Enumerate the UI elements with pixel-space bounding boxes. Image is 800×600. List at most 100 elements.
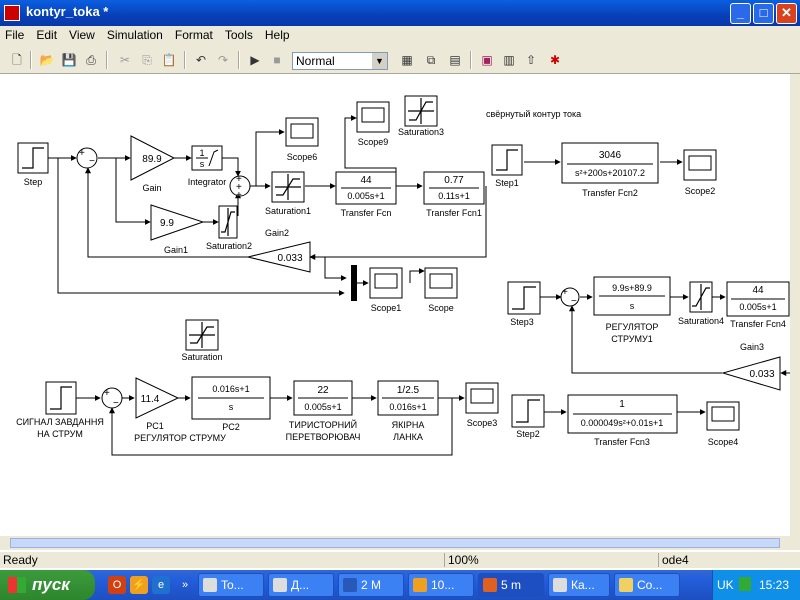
svg-text:+: +	[236, 174, 242, 185]
folder-icon	[203, 578, 217, 592]
armature-denominator: 0.016s+1	[389, 402, 426, 412]
simulation-mode-select[interactable]: Normal ▼	[292, 52, 388, 70]
signal-label-line2: НА СТРУМ	[37, 429, 83, 439]
stop-simulation-icon[interactable]: ■	[273, 53, 281, 67]
gain2-label: Gain2	[265, 228, 289, 238]
copy-icon[interactable]: ⎘	[142, 53, 152, 67]
print-icon[interactable]: ⎙	[86, 53, 96, 67]
model-explorer-icon[interactable]: ▥	[503, 53, 515, 67]
calculator-icon	[553, 578, 567, 592]
build-icon[interactable]: ▦	[401, 53, 413, 67]
sum3-block	[560, 287, 580, 307]
saturation1-label: Saturation1	[265, 206, 311, 216]
signal-label-line1: СИГНАЛ ЗАВДАННЯ	[16, 417, 104, 427]
menu-format[interactable]: Format	[174, 28, 213, 42]
taskbar-task-label: 10...	[431, 578, 455, 592]
thyristor-label-line1: ТИРИСТОРНИЙ	[289, 419, 357, 430]
build-subsystem-icon[interactable]: ▤	[449, 53, 461, 67]
chevron-down-icon[interactable]: ▼	[372, 53, 387, 69]
taskbar-task-7[interactable]: Co...	[614, 573, 680, 597]
sum2-block	[229, 175, 251, 197]
scope2-label: Scope2	[685, 186, 716, 196]
block-diagram: + − + + + + − + − Step 89.9 Gain 1 s Int…	[16, 95, 790, 456]
pc2-numerator: 0.016s+1	[212, 384, 249, 394]
model-canvas[interactable]: + − + + + + − + − Step 89.9 Gain 1 s Int…	[0, 74, 790, 536]
taskbar-task-1[interactable]: To...	[198, 573, 264, 597]
menu-simulation[interactable]: Simulation	[106, 28, 163, 42]
network-icon[interactable]	[739, 577, 751, 591]
gain-label: Gain	[142, 183, 161, 193]
system-tray: UK 15:23	[712, 570, 800, 600]
close-button[interactable]: ✕	[776, 3, 797, 24]
menu-tools[interactable]: Tools	[224, 28, 253, 42]
taskbar-task-4[interactable]: 10...	[408, 573, 474, 597]
cut-icon[interactable]: ✂	[119, 53, 131, 67]
status-solver: ode4	[658, 553, 689, 567]
vertical-scrollbar[interactable]	[790, 74, 800, 536]
windows-logo-icon	[8, 577, 26, 593]
transfer-fcn2-denominator: s²+200s+20107.2	[575, 168, 645, 178]
start-label: пуск	[32, 575, 70, 594]
matlab-quicklaunch-icon[interactable]: ⚡	[130, 576, 148, 594]
menu-help[interactable]: Help	[264, 28, 290, 42]
step1-label: Step1	[495, 178, 519, 188]
flash-icon	[413, 578, 427, 592]
integrator-denominator: s	[200, 159, 205, 169]
transfer-fcn-label: Transfer Fcn	[341, 208, 392, 218]
redo-icon[interactable]: ↷	[217, 53, 229, 67]
saturation3-label: Saturation3	[398, 127, 444, 137]
title-bar: kontyr_toka * _ □ ✕	[0, 0, 800, 26]
taskbar-task-3[interactable]: 2 M	[338, 573, 404, 597]
annotation-text: свёрнутый контур тока	[486, 109, 581, 119]
step3-label: Step3	[510, 317, 534, 327]
regulator-numerator: 9.9s+89.9	[612, 283, 652, 293]
transfer-fcn1-denominator: 0.11s+1	[438, 191, 470, 201]
taskbar-task-2[interactable]: Д...	[268, 573, 334, 597]
start-button[interactable]: пуск	[0, 570, 95, 600]
menu-bar: File Edit View Simulation Format Tools Help	[0, 26, 800, 46]
save-icon[interactable]: 💾	[61, 53, 77, 67]
language-indicator[interactable]: UK	[717, 578, 734, 592]
update-diagram-icon[interactable]: ⧉	[426, 53, 436, 67]
saturation-label: Saturation	[181, 352, 222, 362]
more-quicklaunch-icon[interactable]: »	[181, 579, 189, 591]
scope1-label: Scope1	[371, 303, 402, 313]
gain3-value: 0.033	[749, 369, 774, 380]
thyristor-denominator: 0.005s+1	[304, 402, 341, 412]
new-icon[interactable]: 🗋	[12, 53, 22, 67]
internet-explorer-icon[interactable]: e	[152, 576, 170, 594]
taskbar-task-label: 5 m	[501, 578, 522, 592]
library-browser-icon[interactable]: ▣	[481, 53, 493, 67]
menu-view[interactable]: View	[69, 28, 95, 42]
transfer-fcn4-numerator: 44	[752, 285, 764, 296]
taskbar-task-6[interactable]: Ка...	[548, 573, 610, 597]
horizontal-scrollbar-thumb[interactable]	[10, 538, 780, 548]
go-to-parent-icon[interactable]: ⇧	[525, 53, 537, 67]
minimize-button[interactable]: _	[730, 3, 751, 24]
sum-block	[76, 147, 98, 169]
debugger-icon[interactable]: ✱	[549, 53, 561, 67]
paste-icon[interactable]: 📋	[161, 53, 177, 67]
thyristor-numerator: 22	[317, 385, 329, 396]
svg-text:+: +	[236, 182, 242, 193]
toolbar-separator	[184, 51, 186, 69]
gain-value: 89.9	[142, 154, 162, 165]
open-icon[interactable]: 📂	[39, 53, 55, 67]
transfer-fcn3-label: Transfer Fcn3	[594, 437, 650, 447]
sum4-block	[101, 387, 123, 409]
transfer-fcn1-label: Transfer Fcn1	[426, 208, 482, 218]
opera-icon[interactable]: O	[108, 576, 126, 594]
transfer-fcn2-block	[561, 142, 659, 184]
menu-file[interactable]: File	[5, 28, 25, 42]
clock[interactable]: 15:23	[759, 578, 790, 592]
pc2-label: PC2	[222, 422, 240, 432]
horizontal-scrollbar[interactable]	[0, 536, 800, 550]
start-simulation-icon[interactable]: ▶	[250, 53, 260, 67]
menu-edit[interactable]: Edit	[36, 28, 58, 42]
undo-icon[interactable]: ↶	[195, 53, 207, 67]
regulator-denominator: s	[630, 301, 635, 311]
status-bar: Ready 100% ode4	[0, 552, 800, 568]
taskbar-task-5[interactable]: 5 m	[478, 573, 544, 597]
maximize-button[interactable]: □	[753, 3, 774, 24]
svg-text:−: −	[571, 296, 577, 307]
